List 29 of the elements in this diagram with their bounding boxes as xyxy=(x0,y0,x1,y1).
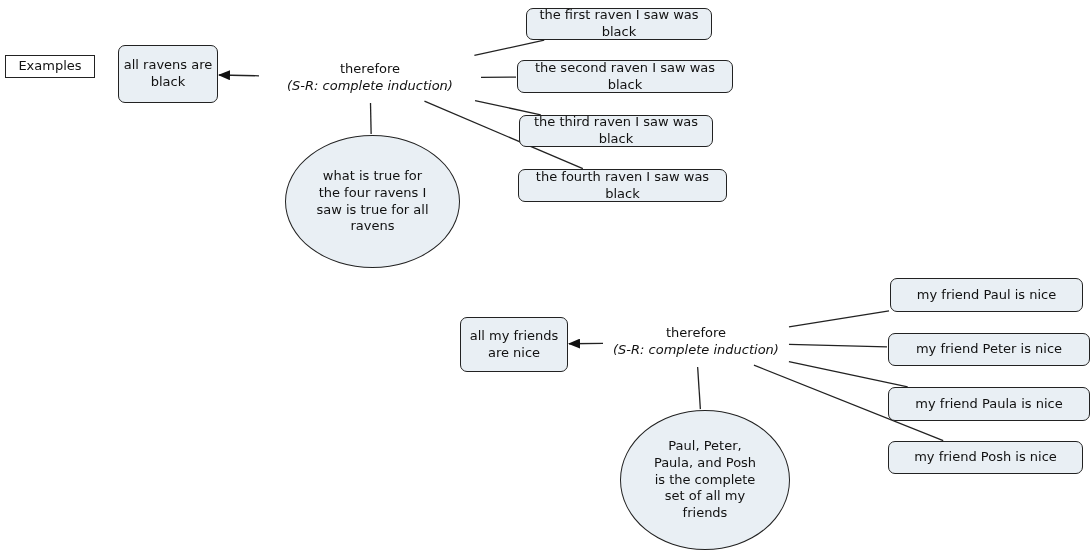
linking-word: therefore xyxy=(340,61,400,78)
arrow xyxy=(568,338,604,349)
connector-line xyxy=(473,39,545,56)
concept-box: the first raven I saw was black xyxy=(526,8,712,40)
concept-box: the second raven I saw was black xyxy=(517,60,733,93)
concept-box: my friend Paula is nice xyxy=(888,387,1090,421)
concept-box: my friend Peter is nice xyxy=(888,333,1090,366)
connector-line xyxy=(788,343,888,348)
concept-box: all my friends are nice xyxy=(460,317,568,372)
concept-ellipse: Paul, Peter, Paula, and Posh is the complete set of all my friends xyxy=(620,410,790,550)
connector-line xyxy=(369,102,372,135)
linking-word: therefore xyxy=(666,325,726,342)
connector-line xyxy=(480,76,517,78)
connector-line xyxy=(788,310,890,328)
linking-note: (S-R: complete induction) xyxy=(613,342,779,359)
concept-box: all ravens are black xyxy=(118,45,218,103)
concept-box: my friend Paul is nice xyxy=(890,278,1083,312)
linking-note: (S-R: complete induction) xyxy=(287,78,453,95)
concept-box: the third raven I saw was black xyxy=(519,115,713,147)
concept-box: the fourth raven I saw was black xyxy=(518,169,727,202)
connector-line xyxy=(474,99,542,116)
title-box: Examples xyxy=(5,55,95,78)
concept-ellipse: what is true for the four ravens I saw is true for all ravens xyxy=(285,135,460,268)
connector-line xyxy=(423,100,584,170)
arrow xyxy=(218,70,260,81)
concept-box: my friend Posh is nice xyxy=(888,441,1083,474)
connector-line xyxy=(753,364,944,442)
connector-line xyxy=(788,361,909,388)
connector-line xyxy=(697,366,702,410)
